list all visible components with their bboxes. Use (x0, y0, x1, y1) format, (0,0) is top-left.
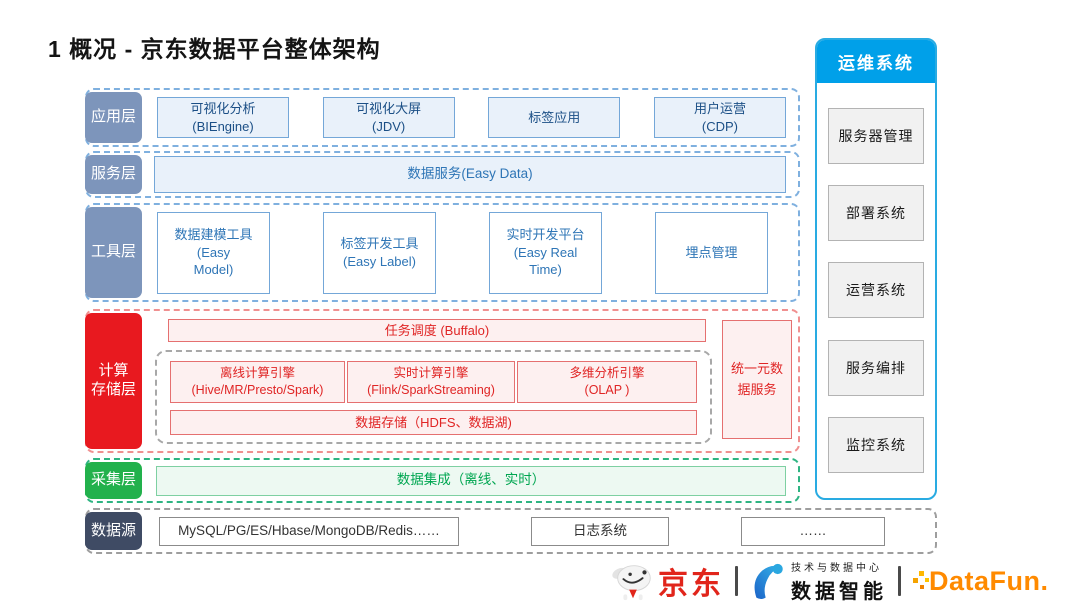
layer-row-service: 服务层 数据服务(Easy Data) (85, 151, 800, 198)
layer-row-data-source: 数据源 MySQL/PG/ES/Hbase/MongoDB/Redis…… 日志… (85, 508, 937, 554)
footer-separator-1 (735, 566, 738, 596)
source-item-log-system: 日志系统 (531, 516, 669, 546)
layer-label-application: 应用层 (85, 92, 142, 143)
app-item-jdv: 可视化大屏 (JDV) (322, 97, 455, 138)
unified-metadata-service: 统一元数 据服务 (722, 320, 792, 439)
compute-layer-content: 任务调度 (Buffalo) 离线计算引擎 (Hive/MR/Presto/Sp… (155, 311, 712, 451)
datafun-logo: DataFun. (912, 566, 1049, 597)
application-layer-content: 可视化分析 (BIEngine) 可视化大屏 (JDV) 标签应用 用户运营 (… (149, 90, 798, 145)
engine-realtime-compute: 实时计算引擎 (Flink/SparkStreaming) (347, 361, 515, 403)
engine-offline-compute: 离线计算引擎 (Hive/MR/Presto/Spark) (170, 361, 345, 403)
ops-system-panel: 运维系统 服务器管理 部署系统 运营系统 服务编排 监控系统 (815, 38, 937, 500)
jd-dog-logo-icon (612, 565, 651, 601)
datafun-wordmark: DataFun. (929, 565, 1049, 596)
tool-item-easy-label: 标签开发工具 (Easy Label) (323, 211, 436, 294)
ops-item-server-mgmt: 服务器管理 (828, 108, 924, 165)
footer-logos: 京东 技术与数据中心 数据智能 (610, 556, 1078, 606)
jd-wordmark: 京东 (658, 568, 724, 601)
ops-item-monitoring-system: 监控系统 (828, 416, 924, 473)
compute-data-storage: 数据存储（HDFS、数据湖) (170, 410, 697, 435)
tool-layer-content: 数据建模工具 (Easy Model) 标签开发工具 (Easy Label) … (149, 205, 798, 300)
layer-row-application: 应用层 可视化分析 (BIEngine) 可视化大屏 (JDV) 标签应用 用户… (85, 88, 800, 147)
layer-label-service: 服务层 (85, 155, 142, 194)
data-source-content: MySQL/PG/ES/Hbase/MongoDB/Redis…… 日志系统 …… (149, 510, 935, 552)
tech-data-center-logo: 技术与数据中心 数据智能 (749, 559, 887, 604)
engine-olap: 多维分析引擎 (OLAP ) (517, 361, 697, 403)
collect-item-data-integration: 数据集成（离线、实时） (156, 465, 786, 496)
collection-layer-content: 数据集成（离线、实时） (149, 460, 798, 501)
source-item-databases: MySQL/PG/ES/Hbase/MongoDB/Redis…… (159, 516, 459, 546)
ops-panel-header: 运维系统 (817, 40, 935, 83)
ops-item-service-orchestration: 服务编排 (828, 339, 924, 396)
compute-engines-row: 离线计算引擎 (Hive/MR/Presto/Spark) 实时计算引擎 (Fl… (165, 361, 702, 403)
data-intelligence-logo-icon (754, 563, 783, 600)
page-title: 1 概况 - 京东数据平台整体架构 (48, 36, 381, 62)
layer-label-tool: 工具层 (85, 207, 142, 298)
layer-label-collection: 采集层 (85, 462, 142, 499)
ops-panel-body: 服务器管理 部署系统 运营系统 服务编排 监控系统 (817, 83, 935, 498)
service-item-easy-data: 数据服务(Easy Data) (154, 156, 786, 193)
compute-engine-group: 离线计算引擎 (Hive/MR/Presto/Spark) 实时计算引擎 (Fl… (155, 350, 712, 444)
layer-row-compute-storage: 计算 存储层 任务调度 (Buffalo) 离线计算引擎 (Hive/MR/Pr… (85, 309, 800, 453)
ops-item-operation-system: 运营系统 (828, 262, 924, 319)
tech-data-center-label: 技术与数据中心 (791, 562, 882, 574)
source-item-more: …… (741, 516, 885, 546)
layer-row-collection: 采集层 数据集成（离线、实时） (85, 458, 800, 503)
app-item-bi-engine: 可视化分析 (BIEngine) (157, 97, 289, 138)
layer-label-compute-storage: 计算 存储层 (85, 313, 142, 449)
tool-item-easy-model: 数据建模工具 (Easy Model) (157, 211, 270, 294)
layer-row-tool: 工具层 数据建模工具 (Easy Model) 标签开发工具 (Easy Lab… (85, 203, 800, 302)
layer-label-data-source: 数据源 (85, 512, 142, 550)
ops-item-deploy-system: 部署系统 (828, 185, 924, 242)
app-item-cdp: 用户运营 (CDP) (653, 97, 786, 138)
datafun-pixels-icon (913, 571, 929, 589)
tech-data-center-text: 技术与数据中心 数据智能 (791, 559, 887, 604)
tool-item-tracking-mgmt: 埋点管理 (655, 211, 768, 294)
footer-separator-2 (898, 566, 901, 596)
tool-item-easy-real-time: 实时开发平台 (Easy Real Time) (489, 211, 602, 294)
data-intelligence-label: 数据智能 (791, 580, 887, 603)
app-item-label-app: 标签应用 (488, 97, 621, 138)
service-layer-content: 数据服务(Easy Data) (149, 153, 798, 196)
compute-scheduler-buffalo: 任务调度 (Buffalo) (168, 319, 706, 342)
jd-logo: 京东 (610, 559, 724, 603)
